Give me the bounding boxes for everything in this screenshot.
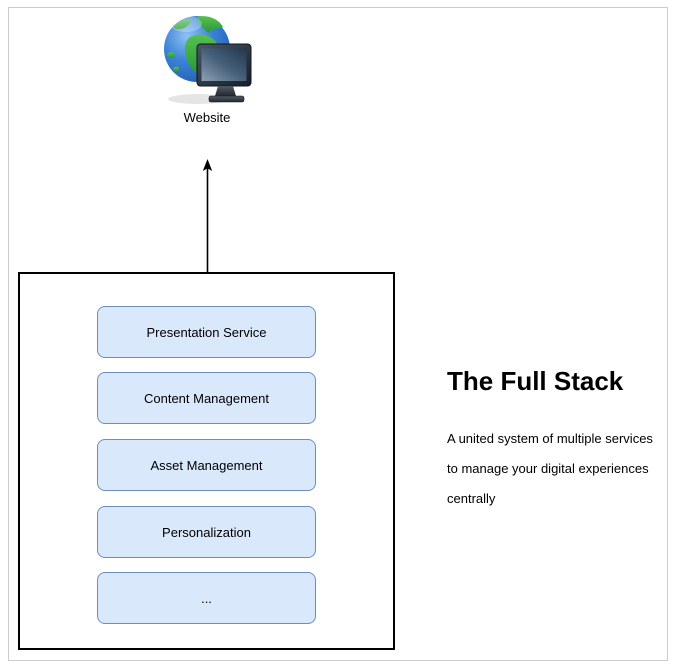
service-label: Presentation Service [146, 324, 267, 340]
service-label: Content Management [143, 390, 270, 406]
website-icon [164, 16, 252, 104]
website-node: Website [157, 12, 257, 125]
service-box-content-management: Content Management [97, 372, 316, 424]
service-label: ... [201, 590, 212, 606]
service-box-personalization: Personalization [97, 506, 316, 558]
up-arrow-connector [202, 159, 213, 273]
service-label: Personalization [162, 524, 251, 540]
full-stack-title: The Full Stack [447, 366, 624, 396]
full-stack-description: A united system of multiple services to … [447, 431, 653, 506]
service-box-more: ... [97, 572, 316, 624]
website-label: Website [183, 110, 231, 125]
full-stack-box: Presentation Service Content Management … [18, 272, 395, 650]
service-box-presentation-service: Presentation Service [97, 306, 316, 358]
service-box-asset-management: Asset Management [97, 439, 316, 491]
service-label: Asset Management [150, 457, 263, 473]
